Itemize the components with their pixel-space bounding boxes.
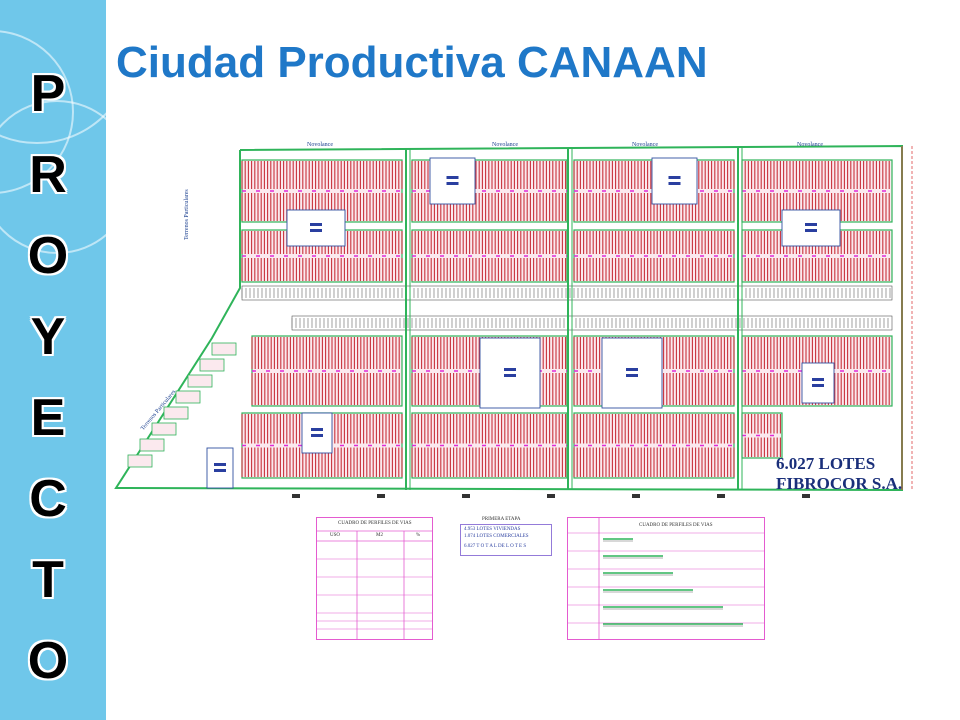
wedge-lot — [199, 358, 225, 372]
plaza — [301, 412, 333, 454]
vertical-title-letter: E — [30, 389, 66, 447]
plaza — [651, 157, 698, 205]
middle-summary-title: PRIMERA ETAPA — [482, 517, 521, 522]
marker — [632, 494, 640, 498]
street-label: Novolance — [307, 142, 333, 148]
plaza-mark — [805, 229, 817, 232]
wedge-lot — [127, 454, 153, 468]
lotes-count: 6.027 LOTES — [776, 454, 876, 473]
plaza — [429, 157, 476, 205]
plaza-mark — [310, 229, 322, 232]
vertical-title-letter: R — [29, 146, 67, 204]
plaza-mark — [668, 176, 681, 179]
table-border — [567, 517, 765, 640]
wedge-lot — [151, 422, 177, 436]
plaza-mark — [626, 368, 638, 371]
plaza-mark — [310, 223, 322, 226]
wedge-lot — [139, 438, 165, 452]
plaza-mark — [446, 176, 459, 179]
plaza-mark — [812, 384, 824, 387]
left-table: CUADRO DE PERFILES DE VIAS USO M2 % — [316, 517, 433, 640]
middle-summary-box — [460, 524, 552, 556]
street-label: Novolance — [492, 142, 518, 148]
left-table-header-uso: USO — [330, 533, 341, 538]
site-plan-drawing — [114, 144, 913, 498]
plaza-mark — [214, 469, 226, 472]
marker — [717, 494, 725, 498]
plaza-mark — [214, 463, 226, 466]
plaza — [479, 337, 541, 409]
plaza-mark — [805, 223, 817, 226]
middle-summary-line: 4.953 LOTES VIVIENDAS — [464, 527, 521, 532]
plaza — [601, 337, 663, 409]
plaza-mark — [504, 374, 516, 377]
marker — [292, 494, 300, 498]
side-street-label: Terrenos Particulares — [184, 189, 190, 240]
left-table-grid — [316, 517, 433, 640]
plaza-mark — [504, 368, 516, 371]
vertical-title-letter: Y — [30, 308, 66, 366]
company-name: FIBROCOR S.A. — [776, 474, 903, 493]
vertical-title-letter: O — [27, 632, 69, 690]
plaza-mark — [446, 182, 459, 185]
vertical-title-letter: T — [32, 551, 64, 609]
middle-summary-line: 6.027 T O T A L DE L O T E S — [464, 544, 527, 549]
vertical-title-letter: C — [29, 470, 67, 528]
plaza-mark — [668, 182, 681, 185]
plaza — [801, 362, 835, 404]
marker — [377, 494, 385, 498]
right-table-title: CUADRO DE PERFILES DE VIAS — [639, 523, 713, 528]
right-table-grid — [567, 517, 765, 644]
plaza-mark — [626, 374, 638, 377]
marker — [462, 494, 470, 498]
site-plan: Novolance Novolance Novolance Novolance … — [112, 138, 920, 505]
street-label: Novolance — [797, 142, 823, 148]
right-table: CUADRO DE PERFILES DE VIAS — [567, 517, 765, 644]
vertical-title-letter: P — [30, 65, 66, 123]
left-table-title: CUADRO DE PERFILES DE VIAS — [338, 521, 412, 526]
middle-summary-line: 1.074 LOTES COMERCIALES — [464, 534, 529, 539]
plaza-mark — [311, 434, 323, 437]
marker — [802, 494, 810, 498]
plaza — [286, 209, 346, 247]
plaza-mark — [812, 378, 824, 381]
middle-summary: PRIMERA ETAPA 4.953 LOTES VIVIENDAS 1.07… — [460, 516, 552, 556]
wedge-lot — [163, 406, 189, 420]
plaza — [206, 447, 234, 489]
page-title: Ciudad Productiva CANAAN — [116, 38, 708, 87]
vertical-title-letter: O — [27, 227, 69, 285]
plaza-mark — [311, 428, 323, 431]
left-table-header-pct: % — [416, 533, 421, 538]
lotes-summary: 6.027 LOTES FIBROCOR S.A. — [776, 454, 902, 494]
left-table-header-m2: M2 — [376, 533, 383, 538]
street-label: Novolance — [632, 142, 658, 148]
marker — [547, 494, 555, 498]
wedge-lot — [211, 342, 237, 356]
plaza — [781, 209, 841, 247]
wedge-lot — [175, 390, 201, 404]
wedge-lot — [187, 374, 213, 388]
